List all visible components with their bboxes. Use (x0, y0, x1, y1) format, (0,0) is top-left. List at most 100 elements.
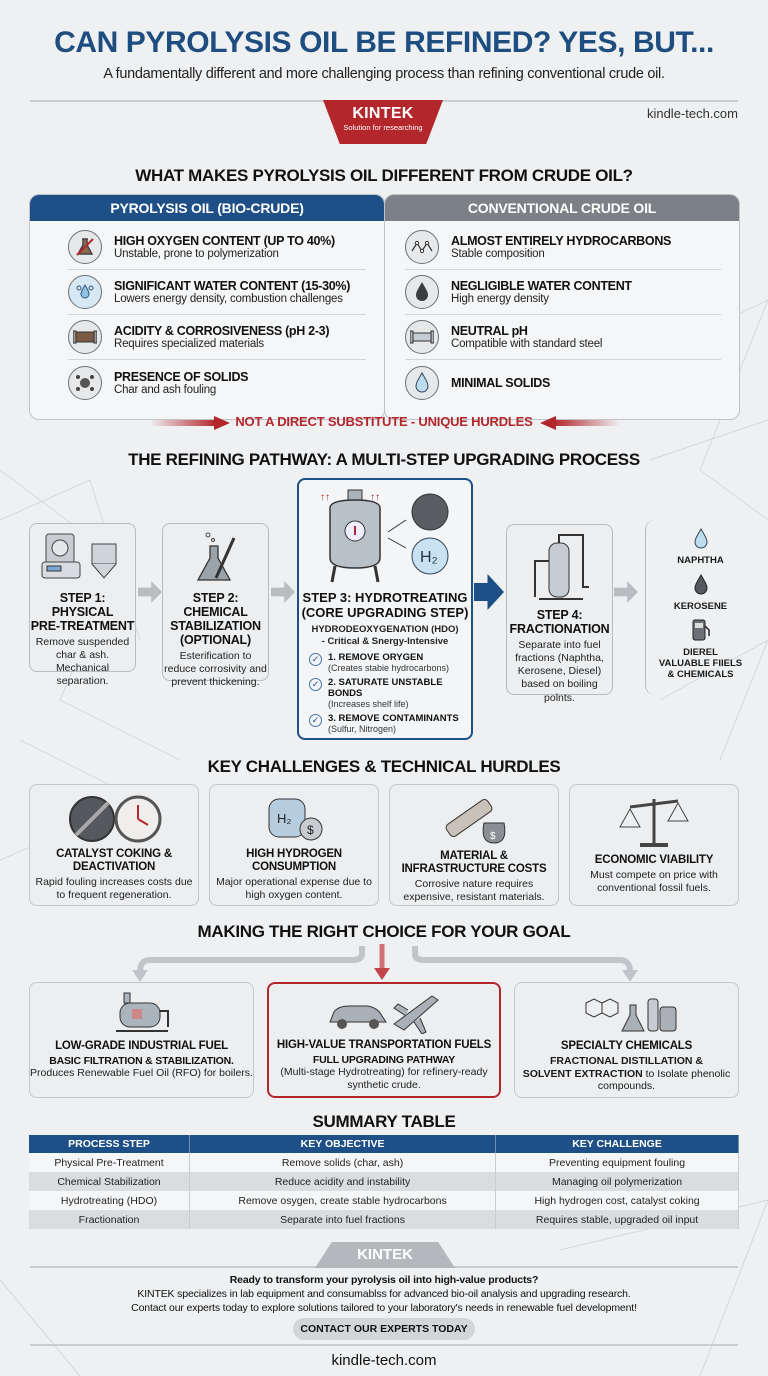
corroded-pipe-icon (68, 320, 102, 354)
summary-table-heading: SUMMARY TABLE (312, 1112, 456, 1131)
pyrolysis-oil-panel: PYROLYSIS OIL (BIO-CRUDE) HIGH OXYGEN CO… (29, 194, 385, 420)
challenge-card: CATALYST COKING & DEACTIVATION Rapid fou… (29, 784, 199, 906)
contact-experts-button[interactable]: CONTACT OUR EXPERTS TODAY (293, 1318, 475, 1340)
step-2-card: STEP 2: CHEMICAL STABILIZATION (OPTIONAL… (162, 523, 269, 688)
brand-name: KINTEK (352, 105, 414, 122)
molecule-chain-icon (405, 230, 439, 264)
step-title: STEP 3: HYDROTREATING (CORE UPGRADING ST… (301, 590, 469, 620)
page-title: CAN PYROLYSIS OIL BE REFINED? YES, BUT..… (54, 26, 714, 59)
column-header: KEY CHALLENGE (495, 1135, 739, 1153)
challenge-card: $ MATERIAL & INFRASTRUCTURE COSTS Corros… (389, 784, 559, 906)
challenges-heading: KEY CHALLENGES & TECHNICAL HURDLES (207, 757, 561, 776)
arrow-right-icon (614, 581, 638, 603)
challenge-card: ECONOMIC VIABILITY Must compete on price… (569, 784, 739, 906)
step-subtitle: HYDRODEOXYGENATION (HDO) - Critical & Sn… (311, 623, 459, 647)
svg-text:H₂: H₂ (420, 549, 438, 566)
svg-text:↑↑: ↑↑ (320, 492, 330, 503)
output-diesel: DIEREL (683, 647, 718, 658)
step-description: Esterification to reduce corrosivity and… (164, 650, 267, 689)
list-item: MINIMAL SOLIDS (405, 360, 721, 405)
naphtha-drop-icon (693, 527, 708, 549)
footer-headline: Ready to transform your pyrolysis oil in… (229, 1274, 539, 1286)
industrial-boiler-icon (115, 992, 169, 1032)
svg-text:H₂: H₂ (277, 811, 291, 826)
website-link-bottom[interactable]: kindle-tech.com (331, 1352, 437, 1369)
clear-drop-icon (405, 365, 439, 400)
output-naphtha: NAPHTHA (677, 555, 724, 566)
table-row: Hydrotreating (HDO)Remove osygen, create… (29, 1191, 739, 1210)
balance-scale-icon (619, 799, 689, 847)
kintek-footer-logo: KINTEK (315, 1242, 455, 1268)
svg-text:$: $ (307, 823, 314, 837)
pathway-heading: THE REFINING PATHWAY: A MULTI-STEP UPGRA… (128, 450, 640, 469)
not-substitute-banner: NOT A DIRECT SUBSTITUTE - UNIQUE HURDLES (235, 414, 533, 429)
comparison-heading: WHAT MAKES PYROLYSIS OIL DIFFERENT FROM … (135, 166, 633, 185)
column-header: KEY OBJECTIVE (189, 1135, 497, 1153)
outputs-summary: VALUABLE FIIELS & CHEMICALS (658, 658, 743, 681)
choice-card-transportation-fuels[interactable]: HIGH-VALUE TRANSPORTATION FUELS FULL UPG… (267, 982, 501, 1098)
crossed-flask-icon (68, 230, 102, 264)
car-plane-icon (329, 995, 439, 1035)
step-1-card: STEP 1: PHYSICAL PRE-TREATMENT Remove su… (29, 523, 136, 687)
catalyst-clock-icon (69, 795, 162, 843)
corroded-pipe-money-icon: $ (445, 798, 506, 844)
steel-pipe-icon (405, 320, 439, 354)
step-3-core-card: ↑↑ ↑↑ H₂ STEP 3: HYDROTREATING (CORE UPGR… (297, 478, 473, 740)
flask-stirrer-icon (196, 532, 235, 581)
check-circle-icon: ✓ (309, 652, 322, 666)
website-link-top[interactable]: kindle-tech.com (646, 106, 738, 121)
list-item: ACIDITY & CORROSIVENESS (pH 2-3)Requires… (68, 315, 366, 360)
svg-text:$: $ (490, 831, 496, 842)
kintek-logo-badge: KINTEK Solution for researching (323, 100, 443, 144)
crude-oil-panel: CONVENTIONAL CRUDE OIL ALMOST ENTIRELY H… (384, 194, 740, 420)
arrow-right-icon (150, 416, 230, 430)
list-item: HIGH OXYGEN CONTENT (UP TO 40%)Unstable,… (68, 225, 366, 270)
centrifuge-filter-icon (41, 533, 116, 579)
molecule-labware-icon (585, 998, 676, 1032)
svg-text:↑↑: ↑↑ (370, 492, 380, 503)
column-header: PROCESS STEP (29, 1135, 191, 1153)
step-4-card: STEP 4: FRACTIONATION Separate into fuel… (506, 524, 613, 704)
list-item: SIGNIFICANT WATER CONTENT (15-30%)Lowers… (68, 270, 366, 315)
water-drops-icon (68, 275, 102, 309)
step-title: STEP 4: FRACTIONATION (509, 608, 610, 636)
hydrotreating-reactor-icon: ↑↑ ↑↑ H₂ (320, 489, 449, 583)
panel-header: CONVENTIONAL CRUDE OIL (385, 195, 739, 221)
check-item: ✓1. REMOVE ORYGEN(Creates stabie hydroca… (309, 652, 461, 673)
challenge-card: H₂ $ HIGH HYDROGEN CONSUMPTION Major ope… (209, 784, 379, 906)
footer-line-1: KINTEK specializes in lab equipment and … (137, 1288, 631, 1300)
choice-flow-arrows (132, 944, 638, 982)
arrow-right-icon (138, 581, 162, 603)
footer-line-2: Contact our experts today to explore sol… (131, 1302, 637, 1314)
check-circle-icon: ✓ (309, 713, 322, 727)
choice-card-specialty-chemicals[interactable]: SPECIALTY CHEMICALS FRACTIONAL DISTILLAT… (514, 982, 739, 1098)
page-subtitle: A fundamentally different and more chall… (103, 66, 665, 82)
kerosene-drop-icon (693, 573, 708, 595)
step-description: Remove suspended char & ash. Mechanical … (35, 636, 130, 688)
oil-drop-icon (405, 275, 439, 309)
step-description: Separate into fuel fractions (Naphtha, K… (515, 639, 604, 704)
particles-icon (68, 365, 102, 400)
distillation-column-icon (533, 534, 589, 600)
hydrogen-tank-cost-icon: H₂ $ (268, 798, 323, 841)
output-kerosene: KEROSENE (673, 601, 728, 612)
choices-heading: MAKING THE RIGHT CHOICE FOR YOUR GOAL (197, 922, 571, 941)
step-title: STEP 2: CHEMICAL STABILIZATION (OPTIONAL… (170, 591, 261, 647)
check-item: ✓3. REMOVE CONTAMINANTS(Sulfur, Nitrogen… (309, 713, 461, 734)
choice-card-industrial-fuel[interactable]: LOW-GRADE INDUSTRIAL FUEL BASIC FILTRATI… (29, 982, 254, 1098)
summary-table: PROCESS STEP KEY OBJECTIVE KEY CHALLENGE… (29, 1135, 739, 1229)
footer-divider-bottom (30, 1344, 738, 1346)
check-circle-icon: ✓ (309, 677, 322, 691)
arrow-left-icon (540, 416, 620, 430)
arrow-right-icon (474, 574, 504, 610)
brand-tagline: Solution for researching (343, 123, 423, 132)
panel-header: PYROLYSIS OIL (BIO-CRUDE) (30, 195, 384, 221)
check-item: ✓2. SATURATE UNSTABLE BONDS(Increases sh… (309, 677, 461, 709)
